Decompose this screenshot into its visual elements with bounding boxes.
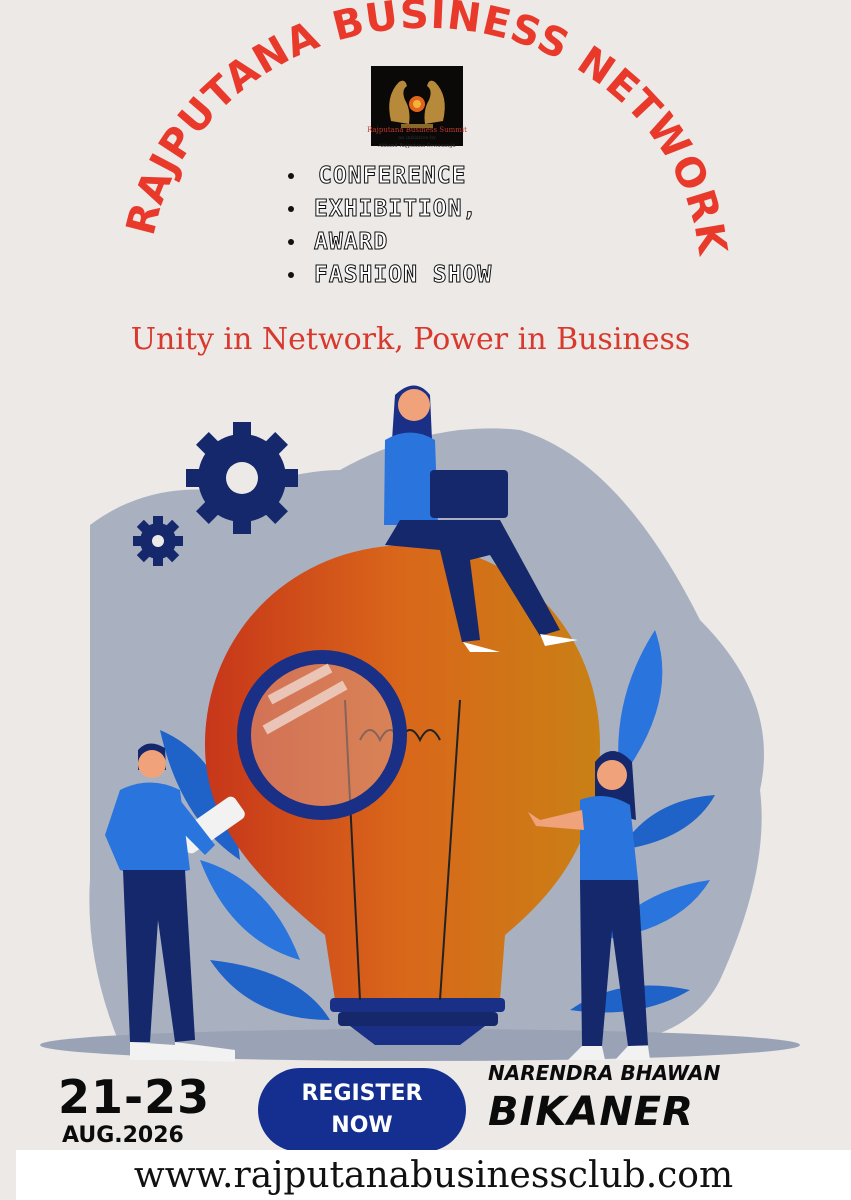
logo-name: Rajputana Business Summit <box>367 126 467 134</box>
logo-caption: Rajputana Business Summit an initiative … <box>360 126 474 150</box>
website-link[interactable]: www.rajputanabusinessclub.com <box>16 1150 851 1200</box>
event-venue: NARENDRA BHAWAN BIKANER <box>488 1060 720 1138</box>
logo-line2: an initiative by <box>398 135 436 141</box>
leaf-right <box>618 630 663 780</box>
register-now-button[interactable]: REGISTER NOW <box>258 1068 466 1152</box>
bullet-icon <box>288 239 294 245</box>
woman-with-laptop <box>384 385 578 652</box>
bullet-icon <box>288 206 294 212</box>
horses-emblem-icon <box>389 80 445 128</box>
event-month-year: AUG.2026 <box>62 1123 184 1148</box>
summit-logo <box>371 66 463 146</box>
small-gear-icon <box>133 516 183 566</box>
event-days: 21-23 <box>58 1070 211 1124</box>
woman-pointing <box>528 751 650 1060</box>
bullet-icon <box>288 173 294 179</box>
leaf-right <box>620 795 715 850</box>
tagline: Unity in Network, Power in Business <box>130 322 691 357</box>
venue-city: BIKANER <box>488 1089 694 1135</box>
list-item: EXHIBITION, <box>288 193 492 226</box>
logo-line3: Akhand Rajputana Sewasangh <box>378 143 456 149</box>
venue-place: NARENDRA BHAWAN <box>488 1061 721 1085</box>
lightbulb-base <box>330 998 505 1012</box>
leaf-left <box>210 960 330 1020</box>
event-date: 21-23 AUG.2026 <box>58 1072 210 1150</box>
list-item: AWARD <box>288 226 492 259</box>
magnifier-icon <box>177 650 407 854</box>
list-item: FASHION SHOW <box>288 259 492 292</box>
bullet-icon <box>288 272 294 278</box>
register-label: REGISTER NOW <box>301 1081 423 1138</box>
list-item: CONFERENCE <box>288 160 492 193</box>
leaf-left <box>200 860 300 960</box>
event-list: CONFERENCE EXHIBITION, AWARD FASHION SHO… <box>288 160 492 292</box>
lightbulb-illustration <box>40 385 800 1062</box>
large-gear-icon <box>186 422 298 534</box>
man-with-magnifier <box>105 743 235 1062</box>
